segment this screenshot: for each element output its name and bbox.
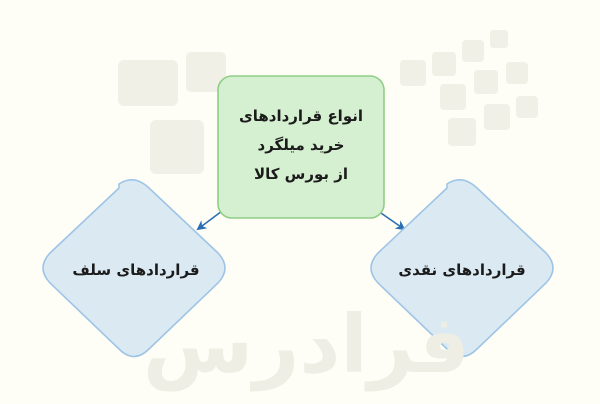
- root-label-line-3: از بورس کالا: [253, 165, 349, 183]
- root-node-label: انواع قراردادهای خرید میلگرد از بورس کال…: [218, 102, 384, 189]
- arrow-to-right: [377, 210, 406, 231]
- right-node-label: قراردادهای نقدی: [398, 261, 526, 279]
- watermark-logo: [118, 30, 538, 174]
- root-label-line-2: خرید میلگرد: [257, 136, 345, 154]
- root-label-line-1: انواع قراردادهای: [238, 107, 364, 125]
- right-diamond: [370, 179, 554, 358]
- watermark-text: فرادرس: [142, 298, 470, 391]
- left-node-label: قراردادهای سلف: [72, 261, 200, 279]
- root-box: [217, 75, 385, 219]
- left-diamond: [42, 179, 226, 358]
- arrow-to-left: [196, 210, 223, 231]
